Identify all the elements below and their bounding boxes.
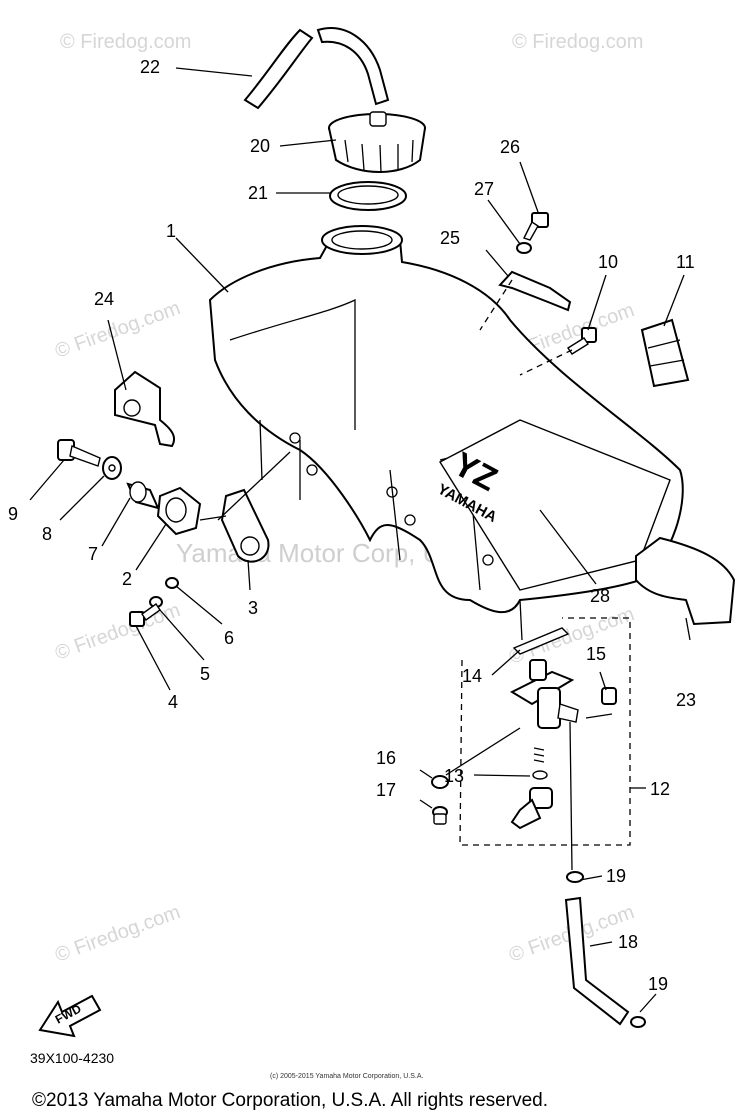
callout-8: 8 <box>42 524 52 544</box>
callout-18: 18 <box>618 932 638 952</box>
watermark: © Firedog.com <box>506 603 637 669</box>
callout-13: 13 <box>444 766 464 786</box>
part-19-clip-upper <box>566 871 584 883</box>
callout-9: 9 <box>8 504 18 524</box>
callouts: 22 20 21 1 24 9 8 7 2 3 6 5 4 26 27 25 1… <box>8 57 696 994</box>
callout-20: 20 <box>250 136 270 156</box>
callout-4: 4 <box>168 692 178 712</box>
callout-19-lower: 19 <box>648 974 668 994</box>
fwd-direction-arrow: FWD <box>38 994 102 1038</box>
callout-26: 26 <box>500 137 520 157</box>
part-21-cap-gasket <box>329 181 407 211</box>
callout-16: 16 <box>376 748 396 768</box>
tank-side-graphic: YZ YAMAHA <box>435 419 671 591</box>
callout-5: 5 <box>200 664 210 684</box>
part-3-stay <box>220 488 270 563</box>
part-22-vent-hose <box>243 27 390 110</box>
part-19-clip-lower <box>630 1016 646 1028</box>
fuel-cock-body <box>509 659 579 729</box>
watermark: © Firedog.com <box>52 297 183 363</box>
callout-1: 1 <box>166 221 176 241</box>
callout-6: 6 <box>224 628 234 648</box>
part-9-bolt <box>57 439 101 467</box>
callout-2: 2 <box>122 569 132 589</box>
part-24-bracket <box>114 370 176 448</box>
callout-17: 17 <box>376 780 396 800</box>
callout-7: 7 <box>88 544 98 564</box>
part-23-cover <box>635 536 736 626</box>
callout-25: 25 <box>440 228 460 248</box>
part-17-screw <box>432 806 448 825</box>
callout-11: 11 <box>676 252 695 272</box>
part-2-damper <box>156 486 202 536</box>
part-20-fuel-cap <box>328 111 426 173</box>
watermark: © Firedog.com <box>52 599 183 665</box>
part-18-fuel-hose <box>564 896 630 1026</box>
part-6-washer <box>165 577 179 589</box>
diagram-code: 39X100-4230 <box>30 1050 114 1066</box>
callout-19-upper: 19 <box>606 866 626 886</box>
watermark: © Firedog.com <box>52 901 183 967</box>
part-15-screw <box>601 687 617 705</box>
callout-27: 27 <box>474 179 494 199</box>
part-10-bolt <box>567 327 597 355</box>
callout-21: 21 <box>248 183 268 203</box>
part-12-fuel-cock-assembly <box>459 617 646 846</box>
fuel-cock-lever <box>510 787 553 830</box>
copyright-notice: ©2013 Yamaha Motor Corporation, U.S.A. A… <box>32 1090 548 1111</box>
callout-15: 15 <box>586 644 606 664</box>
callout-14: 14 <box>462 666 482 686</box>
watermark: © Firedog.com <box>512 31 643 53</box>
part-13-spring-oring <box>532 747 548 780</box>
callout-10: 10 <box>598 252 618 272</box>
fine-print: (c) 2005-2015 Yamaha Motor Corporation, … <box>270 1073 423 1080</box>
part-26-bolt <box>523 212 549 241</box>
leader-lines <box>29 67 691 1013</box>
part-27-washer <box>516 242 532 254</box>
part-8-washer <box>102 456 122 480</box>
callout-12: 12 <box>650 779 670 799</box>
part-7-collar <box>126 481 160 510</box>
callout-22: 22 <box>140 57 160 77</box>
callout-23: 23 <box>676 690 696 710</box>
watermark: © Firedog.com <box>60 31 191 53</box>
part-16-grommet <box>431 775 449 789</box>
part-25-plate <box>498 270 572 312</box>
part-11-band <box>640 318 690 388</box>
callout-28: 28 <box>590 586 610 606</box>
callout-24: 24 <box>94 289 114 309</box>
callout-3: 3 <box>248 598 258 618</box>
